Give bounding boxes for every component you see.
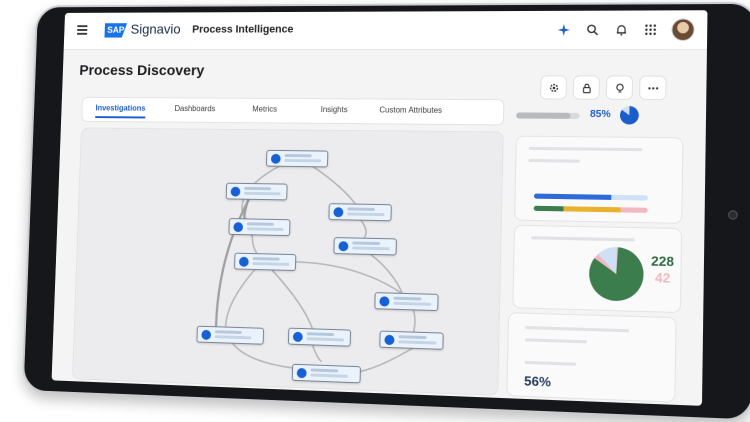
search-icon[interactable] [584, 22, 601, 38]
lock-icon [581, 82, 593, 93]
insight-button[interactable] [606, 75, 633, 100]
process-node[interactable] [266, 150, 328, 168]
distribution-card[interactable] [514, 136, 683, 224]
process-node[interactable] [328, 203, 391, 221]
process-node[interactable] [228, 218, 290, 236]
progress-donut [619, 105, 640, 126]
tablet-device: SAP Signavio Process Intelligence [22, 2, 750, 422]
donut-main-value: 228 [651, 253, 674, 269]
progress-track [516, 112, 580, 119]
tab-metrics[interactable]: Metrics [252, 105, 277, 114]
settings-icon [548, 82, 559, 93]
tab-dashboards[interactable]: Dashboards [174, 104, 215, 113]
grid-icon[interactable] [642, 22, 659, 38]
summary-card[interactable]: 56% [506, 312, 676, 403]
tab-bar: Investigations Dashboards Metrics Insigh… [81, 97, 504, 126]
more-button[interactable] [639, 76, 667, 101]
process-node[interactable] [234, 253, 296, 271]
top-bar: SAP Signavio Process Intelligence [64, 10, 708, 50]
lightbulb-icon [614, 82, 626, 93]
tab-insights[interactable]: Insights [321, 105, 348, 114]
summary-percent: 56% [524, 373, 551, 389]
donut-card[interactable]: 228 42 [512, 225, 682, 313]
menu-icon[interactable] [77, 25, 87, 34]
process-node[interactable] [288, 328, 351, 347]
settings-button[interactable] [540, 75, 567, 99]
progress-percent: 85% [590, 109, 611, 120]
process-node[interactable] [374, 292, 438, 311]
donut-chart [588, 246, 645, 303]
progress-fill [516, 112, 570, 118]
tab-custom-attributes[interactable]: Custom Attributes [379, 105, 442, 114]
process-node[interactable] [379, 331, 443, 350]
process-node[interactable] [196, 326, 264, 345]
tab-investigations[interactable]: Investigations [95, 104, 145, 113]
blue-stacked-bar [534, 194, 648, 201]
page-title: Process Discovery [79, 62, 204, 79]
brand-name: Signavio [130, 21, 181, 36]
progress-indicator: 85% [516, 106, 640, 127]
process-node[interactable] [333, 237, 397, 255]
page-actions [540, 75, 667, 100]
lock-button[interactable] [573, 75, 600, 99]
bell-icon[interactable] [613, 22, 630, 38]
sparkle-icon[interactable] [555, 22, 572, 38]
app-screen: SAP Signavio Process Intelligence [52, 10, 708, 406]
top-icons [555, 18, 694, 41]
process-node[interactable] [292, 364, 361, 384]
sap-logo: SAP [104, 23, 127, 37]
multi-stacked-bar [534, 206, 648, 213]
process-node[interactable] [226, 183, 288, 201]
more-icon [647, 82, 659, 93]
camera-dot [728, 210, 738, 220]
product-name: Process Intelligence [192, 24, 294, 36]
donut-secondary-value: 42 [655, 270, 671, 286]
avatar[interactable] [671, 18, 694, 40]
process-graph-canvas[interactable] [72, 128, 504, 396]
